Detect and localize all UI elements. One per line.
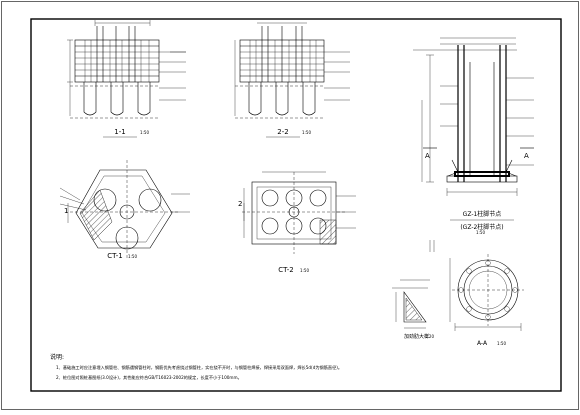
ct-2-plan: 2 CT-2 1:50 <box>238 171 356 274</box>
notes-line-2: 2、桩位图对照桩基图纸(3.0设计)，其性能应符合GB/T16023-2002的… <box>56 374 242 381</box>
notes-line-1: 1、基础施工时应注意埋入钢管柱、钢筋遇钢管柱时，钢筋优先考虑绕过钢管柱，实在绕不… <box>56 364 342 371</box>
ct-2-scale: 1:50 <box>300 268 309 273</box>
section-1-1: 1-1 1:50 <box>67 20 186 138</box>
notes-block: 说明: 1、基础施工时应注意埋入钢管柱、钢筋遇钢管柱时，钢筋优先考虑绕过钢管柱，… <box>50 353 342 381</box>
section-1-1-label: 1-1 <box>114 128 125 136</box>
gz-section-a-left: A <box>425 152 430 160</box>
section-2-2-label: 2-2 <box>277 128 288 136</box>
ct-1-scale: 1:50 <box>128 254 137 259</box>
section-2-2-scale: 1:50 <box>302 130 311 135</box>
gz-section-a-right: A <box>524 152 529 160</box>
ct-1-label: CT-1 <box>107 252 123 260</box>
gz-1-label: GZ-1柱脚节点 <box>463 210 502 218</box>
ct-1-marker-1: 1 <box>64 207 68 215</box>
section-1-1-scale: 1:50 <box>140 130 149 135</box>
detail-scale: 1:20 <box>425 334 434 339</box>
a-a-label: A-A <box>477 340 488 347</box>
gz-1-node: A A GZ-1柱脚节点 (GZ-2柱脚节点) 1:50 <box>413 37 534 252</box>
ct-1-plan: 1 CT-1 1:50 <box>59 160 190 260</box>
gz-2-label: (GZ-2柱脚节点) <box>460 223 503 231</box>
section-2-2: 2-2 1:50 <box>234 22 350 138</box>
a-a-scale: 1:50 <box>497 341 506 346</box>
notes-heading: 说明: <box>50 353 64 361</box>
ct-2-label: CT-2 <box>278 266 294 274</box>
ct-2-marker-2: 2 <box>238 200 242 208</box>
detail-label: 加劲肋大样 <box>404 333 429 340</box>
inner-border <box>30 18 562 392</box>
gz-scale: 1:50 <box>476 230 485 235</box>
stiffener-detail: 加劲肋大样 1:20 <box>392 279 434 340</box>
a-a-section: A-A 1:50 <box>449 254 524 347</box>
